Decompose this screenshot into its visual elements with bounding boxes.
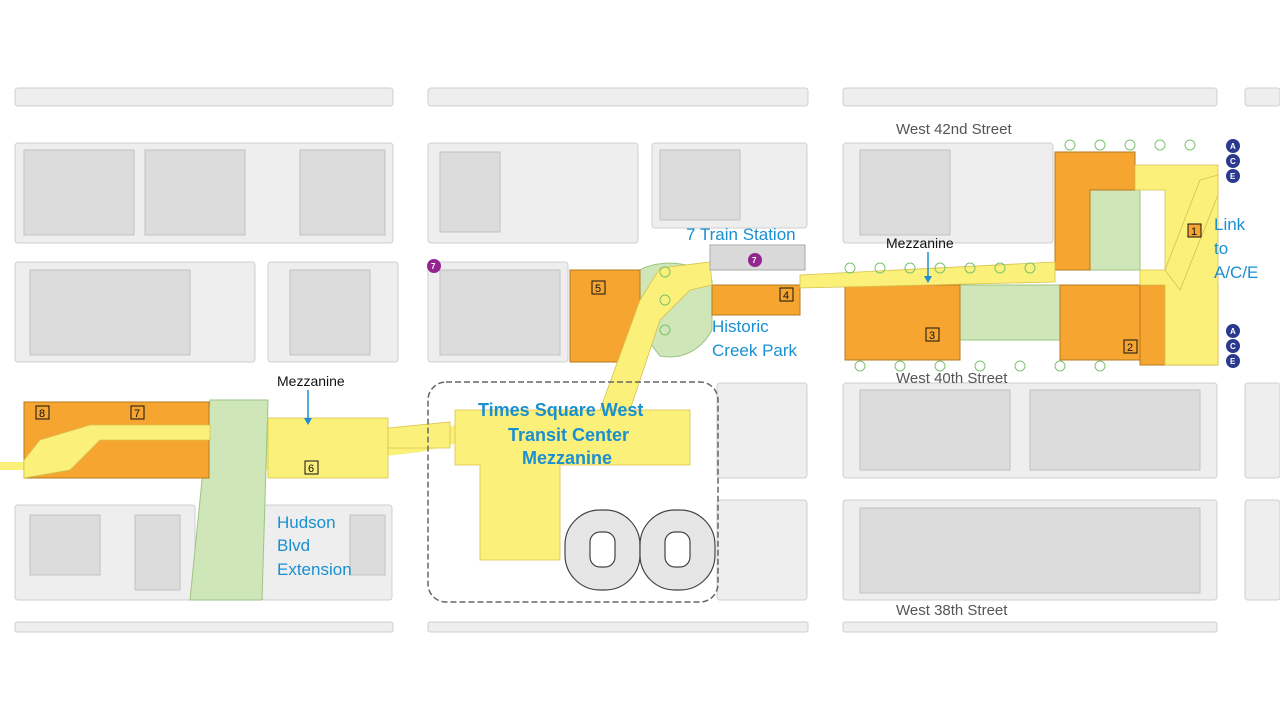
subway-7-badge-station: 7 <box>748 253 762 267</box>
building-number-6: 6 <box>308 463 314 475</box>
subway-ace-badges-south: A C E <box>1226 324 1240 368</box>
link-label-line-2: to <box>1214 239 1228 258</box>
street-trees <box>659 139 1196 372</box>
subway-ace-badges-north: A C E <box>1226 139 1240 183</box>
park-label-line-1: Historic <box>712 317 769 336</box>
mezzanine-label-west: Mezzanine <box>277 373 345 389</box>
mezzanine-label-east: Mezzanine <box>886 235 954 251</box>
building-number-2: 2 <box>1127 342 1133 354</box>
svg-text:C: C <box>1230 157 1236 166</box>
park-block-42nd <box>1087 184 1141 271</box>
svg-text:C: C <box>1230 342 1236 351</box>
svg-text:A: A <box>1230 327 1236 336</box>
park-block-40th <box>959 284 1061 341</box>
transit-center-label-line-3: Mezzanine <box>522 448 612 468</box>
building-number-1: 1 <box>1191 226 1197 238</box>
subway-7-badge-west: 7 <box>427 259 441 273</box>
building-number-5: 5 <box>595 283 601 295</box>
street-label-42nd: West 42nd Street <box>896 121 1012 138</box>
transit-center-label-line-1: Times Square West <box>478 400 643 420</box>
bus-ramps <box>564 509 716 591</box>
park-label-line-2: Creek Park <box>712 341 798 360</box>
mezzanine-arrowhead-west <box>304 418 312 425</box>
svg-text:E: E <box>1230 172 1236 181</box>
link-label-line-3: A/C/E <box>1214 263 1258 282</box>
building-number-8: 8 <box>39 408 45 420</box>
building-footprints <box>23 149 1201 594</box>
street-label-40th: West 40th Street <box>896 370 1008 387</box>
transit-center-label-line-2: Transit Center <box>508 425 629 445</box>
transit-center-footprint <box>427 381 719 603</box>
hudson-label-line-3: Extension <box>277 560 352 579</box>
hudson-label-line-1: Hudson <box>277 513 336 532</box>
svg-text:7: 7 <box>431 262 436 271</box>
mezzanine-arrowhead-east <box>924 276 932 283</box>
hudson-label-line-2: Blvd <box>277 536 310 555</box>
building-number-4: 4 <box>783 290 789 302</box>
svg-text:A: A <box>1230 142 1236 151</box>
svg-text:E: E <box>1230 357 1236 366</box>
building-number-boxes <box>35 223 1202 475</box>
svg-text:7: 7 <box>752 256 757 265</box>
building-number-7: 7 <box>134 408 140 420</box>
link-label-line-1: Link <box>1214 215 1246 234</box>
building-number-3: 3 <box>929 330 935 342</box>
street-label-38th: West 38th Street <box>896 602 1008 619</box>
seven-train-station-label: 7 Train Station <box>686 225 796 244</box>
